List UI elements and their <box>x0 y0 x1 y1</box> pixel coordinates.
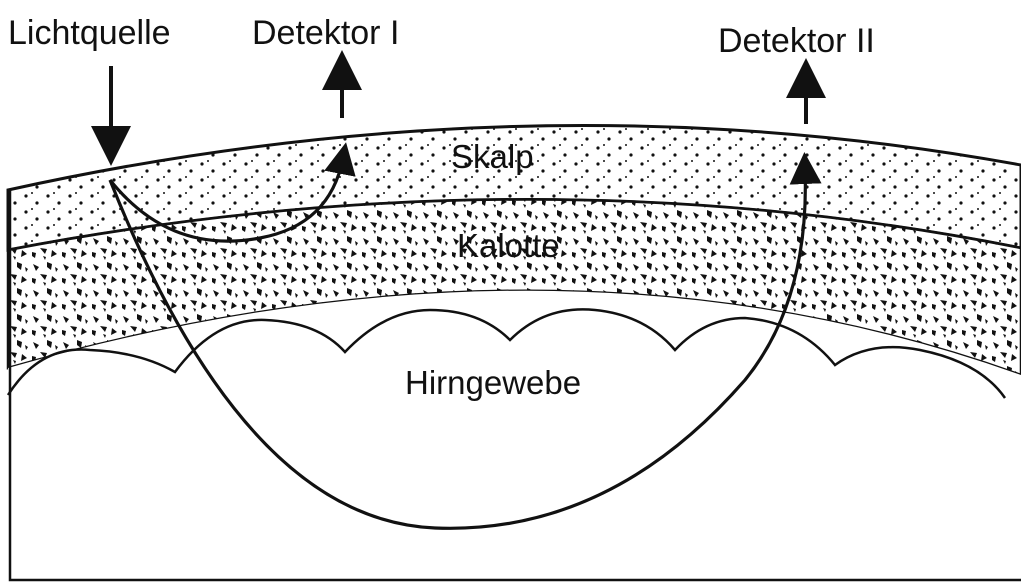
light-source-label: Lichtquelle <box>8 14 171 52</box>
skull-label: Kalotte <box>457 227 560 264</box>
detector1-label: Detektor I <box>252 14 399 52</box>
detector2-label: Detektor II <box>718 22 875 60</box>
scalp-label: Skalp <box>451 138 534 175</box>
brain-label: Hirngewebe <box>405 364 581 401</box>
